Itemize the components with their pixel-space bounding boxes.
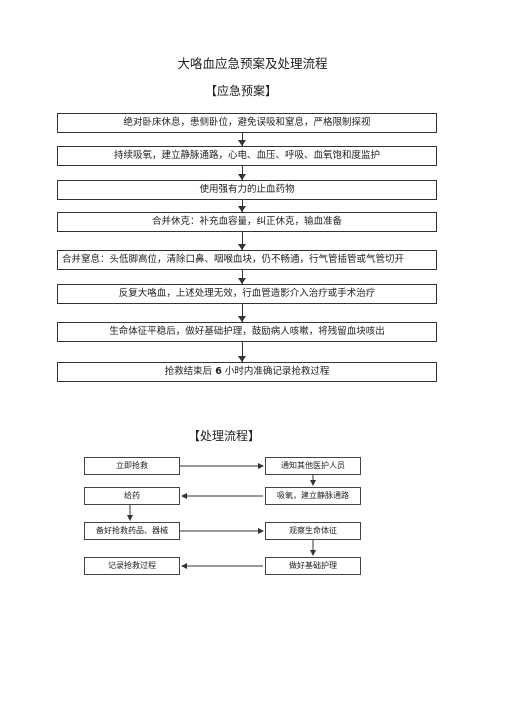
step-8-hours: 6 [215, 366, 222, 377]
flow-box-immediate-rescue: 立即抢救 [84, 457, 180, 475]
arrow-down-icon [238, 270, 246, 284]
arrow-down-icon [238, 133, 246, 146]
arrow-down-icon [238, 304, 246, 322]
step-box-5: 合并窒息：头低脚高位，清除口鼻、咽喉血块，仍不畅通，行气管插管或气管切开 [57, 250, 437, 270]
process-flow-heading: 【处理流程】 [188, 429, 261, 443]
arrow-down-icon [238, 342, 246, 362]
step-8-suffix: 小时内准确记录抢救过程 [224, 366, 330, 377]
flow-box-basic-care: 做好基础护理 [265, 557, 361, 575]
arrow-down-icon [238, 232, 246, 250]
step-box-4: 合并休克：补充血容量，纠正休克，输血准备 [57, 212, 437, 232]
step-box-8: 抢救结束后 6 小时内准确记录抢救过程 [57, 362, 437, 382]
step-box-6: 反复大咯血，上述处理无效，行血管造影介入治疗或手术治疗 [57, 284, 437, 304]
step-box-1: 绝对卧床休息，患侧卧位，避免误吸和窒息，严格限制探视 [57, 113, 437, 133]
arrow-down-icon [238, 166, 246, 180]
flow-box-oxygen-iv: 吸氧，建立静脉通路 [265, 487, 361, 505]
flow-box-notify-staff: 通知其他医护人员 [265, 457, 361, 475]
step-box-7: 生命体征平稳后，做好基础护理，鼓励病人咳嗽，将残留血块咳出 [57, 322, 437, 342]
step-box-2: 持续吸氧，建立静脉通路，心电、血压、呼吸、血氧饱和度监护 [57, 146, 437, 166]
emergency-plan-heading: 【应急预案】 [205, 84, 278, 98]
document-title: 大咯血应急预案及处理流程 [177, 56, 328, 71]
arrow-down-icon [238, 200, 246, 212]
flow-box-observe-vitals: 观察生命体征 [265, 522, 361, 540]
flow-box-give-medication: 给药 [84, 487, 180, 505]
flow-box-record-rescue: 记录抢救过程 [84, 557, 180, 575]
step-8-prefix: 抢救结束后 [164, 366, 213, 377]
flow-box-prepare-equipment: 备好抢救药品、器械 [84, 522, 180, 540]
step-box-3: 使用强有力的止血药物 [57, 180, 437, 200]
